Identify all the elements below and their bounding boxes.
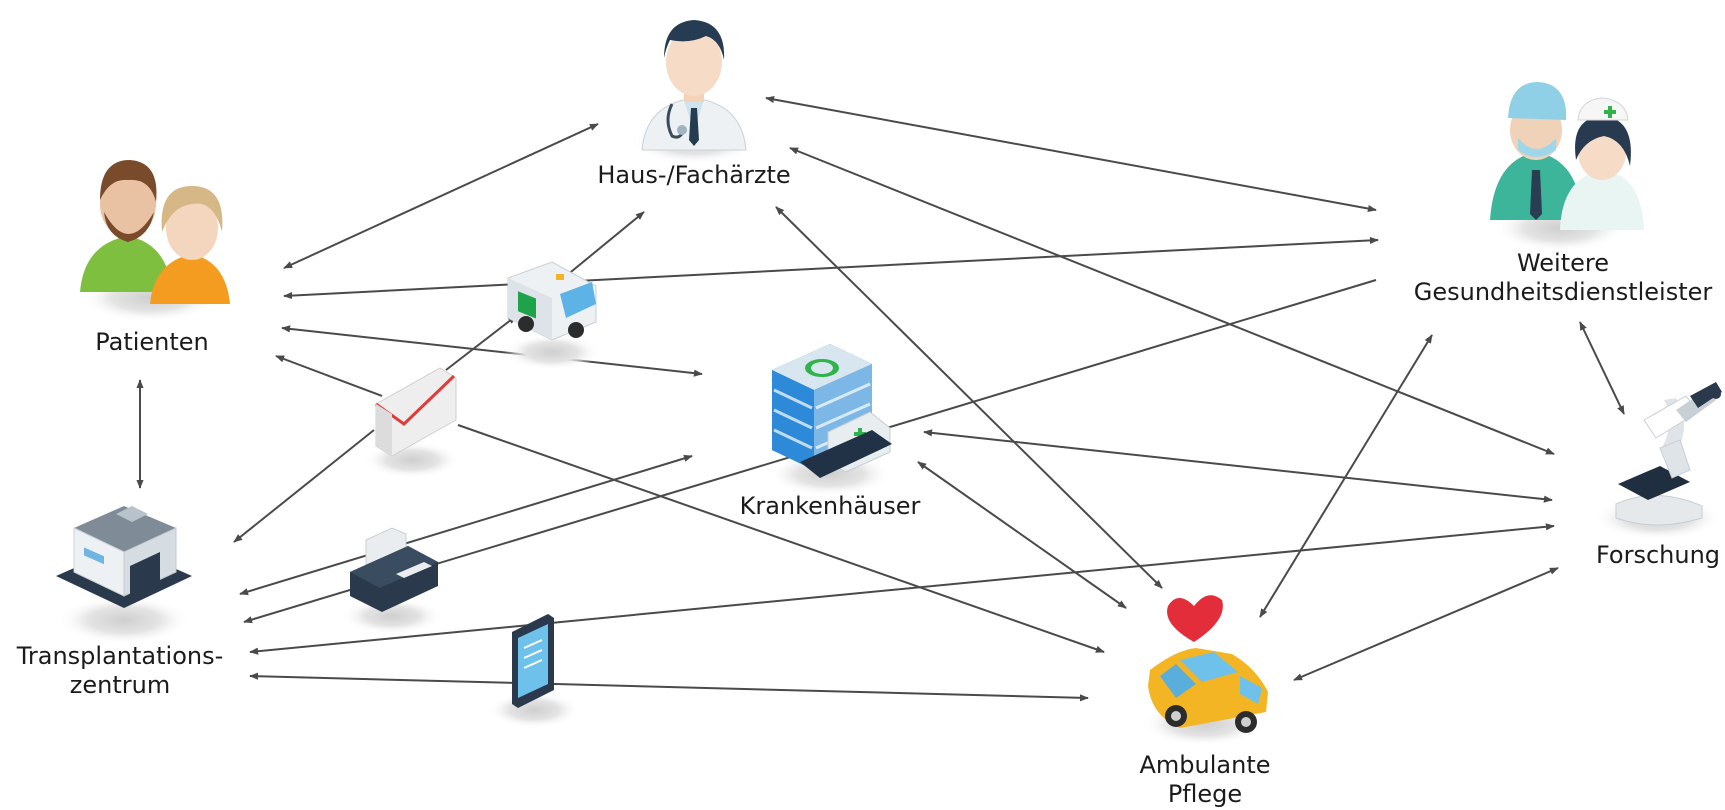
arrow-letter-to-transplant <box>233 429 375 543</box>
arrow-transplant-care <box>249 672 1089 702</box>
doctor-icon <box>630 20 758 164</box>
arrow-care-research <box>1293 567 1559 681</box>
node-label-providers: Weitere Gesundheitsdienstleister <box>1414 249 1713 307</box>
node-label-care: Ambulante Pflege <box>1139 751 1270 809</box>
arrow-patients-providers <box>283 236 1379 300</box>
node-label-transplant-line2: zentrum <box>69 671 171 699</box>
arrow-transplant-hospitals <box>239 454 693 596</box>
node-label-patients: Patienten <box>95 328 209 356</box>
node-label-care-line1: Ambulante <box>1139 751 1271 779</box>
node-label-hospitals: Krankenhäuser <box>739 492 921 520</box>
arrow-doctors-providers <box>765 95 1377 213</box>
connection-arrows <box>136 95 1625 702</box>
node-label-transplant-line1: Transplantations- <box>16 642 224 670</box>
arrow-letter-to-patients <box>275 355 383 397</box>
arrow-patients-hospitals <box>281 325 703 377</box>
letter-icon <box>364 367 460 478</box>
transplant-center-icon <box>56 506 192 644</box>
fax-icon <box>342 527 442 634</box>
node-label-providers-line1: Weitere <box>1516 249 1610 277</box>
medical-staff-icon <box>1490 82 1644 252</box>
node-label-research: Forschung <box>1595 541 1721 569</box>
arrow-hospitals-care <box>917 461 1127 609</box>
node-label-providers-line2: Gesundheitsdienstleister <box>1413 278 1713 306</box>
ambulance-icon <box>504 261 600 370</box>
arrow-ambulance-to-doctors <box>565 211 645 277</box>
hospital-icon <box>768 344 892 496</box>
arrow-hospitals-research <box>923 429 1553 503</box>
care-car-icon <box>1142 595 1268 746</box>
node-label-care-line2: Pflege <box>1167 780 1243 808</box>
node-label-transplant: Transplantations- zentrum <box>17 642 224 700</box>
arrow-letter-to-ambulance <box>445 315 517 371</box>
node-label-doctors: Haus-/Fachärzte <box>597 161 791 189</box>
smartphone-icon <box>488 614 580 728</box>
arrow-patients-doctors <box>283 123 599 269</box>
arrow-providers-care <box>1259 334 1433 618</box>
patients-icon <box>80 160 230 322</box>
arrow-providers-research <box>1579 321 1625 415</box>
arrow-transplant-research <box>249 523 1555 655</box>
arrow-patients-to-care-via-letter <box>457 424 1105 653</box>
microscope-icon <box>1594 382 1722 540</box>
